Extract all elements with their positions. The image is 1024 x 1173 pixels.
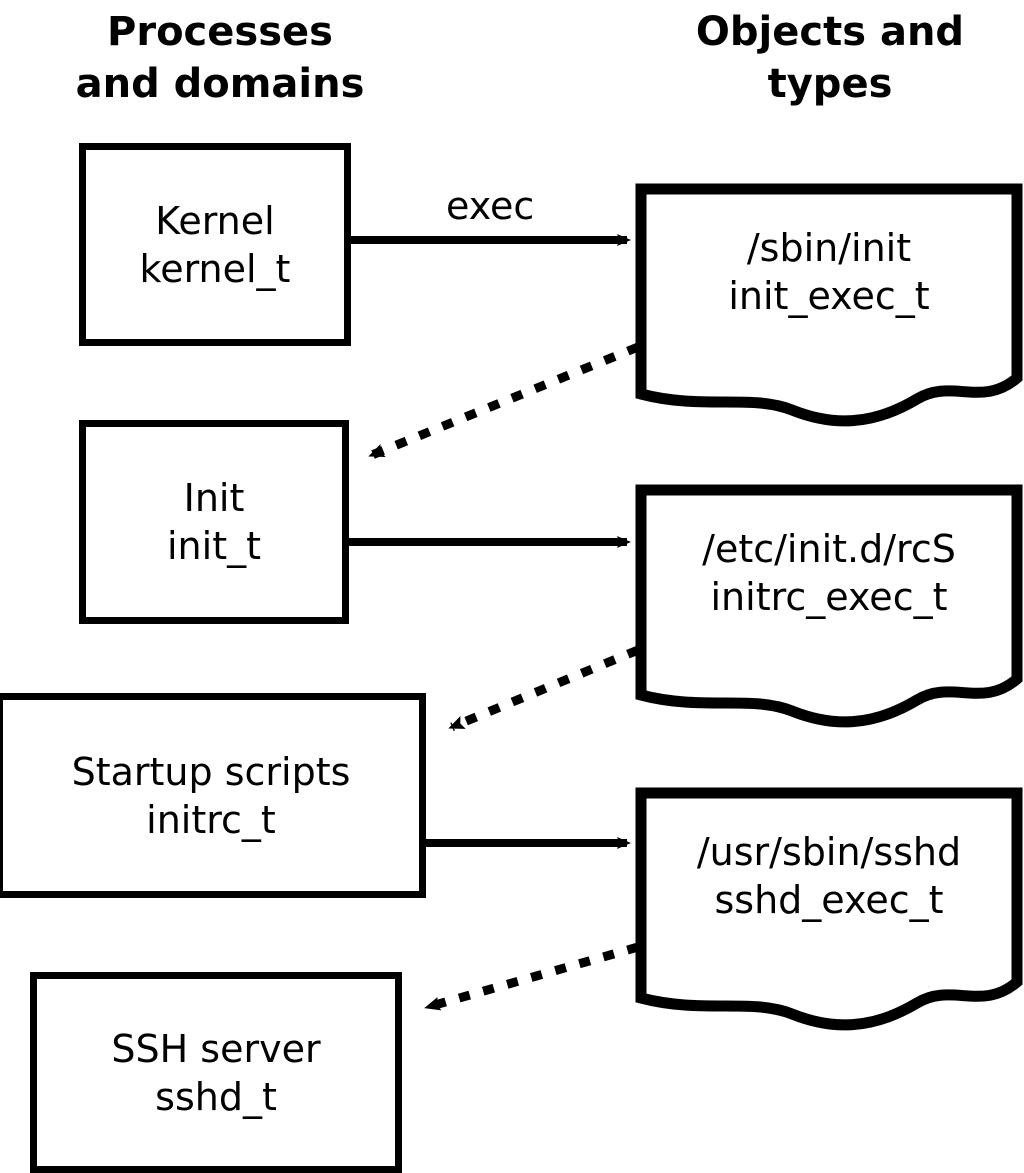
edge-sshd-exec-transition: [424, 942, 640, 1012]
process-node-sshd[interactable]: SSH server sshd_t: [30, 972, 402, 1173]
document-shape-icon: [635, 787, 1023, 1031]
process-node-initrc-line2: initrc_t: [146, 797, 276, 842]
process-node-init-line1: Init: [183, 476, 245, 520]
process-node-kernel-line1: Kernel: [155, 198, 275, 243]
edge-label-exec: exec: [446, 184, 535, 228]
object-node-initrc-exec[interactable]: /etc/init.d/rcS initrc_exec_t: [634, 483, 1024, 733]
process-node-sshd-line2: sshd_t: [155, 1074, 277, 1119]
document-shape-icon: [635, 484, 1023, 728]
process-node-kernel-line2: kernel_t: [139, 246, 291, 291]
edge-initrc-exec-transition: [448, 645, 640, 732]
object-node-init-exec[interactable]: /sbin/init init_exec_t: [634, 182, 1024, 432]
document-shape-icon: [635, 183, 1023, 427]
column-header-processes: Processes and domains: [75, 9, 365, 107]
edge-init-exec-transition: [368, 342, 640, 460]
process-node-kernel[interactable]: Kernel kernel_t: [79, 143, 351, 346]
process-node-init[interactable]: Init init_t: [79, 420, 349, 624]
process-node-initrc[interactable]: Startup scripts initrc_t: [0, 693, 426, 898]
column-header-objects: Objects and types: [695, 9, 965, 107]
process-node-sshd-line1: SSH server: [111, 1026, 321, 1071]
object-node-sshd-exec[interactable]: /usr/sbin/sshd sshd_exec_t: [634, 786, 1024, 1036]
process-node-initrc-line1: Startup scripts: [71, 749, 351, 794]
process-node-init-line2: init_t: [167, 524, 261, 568]
